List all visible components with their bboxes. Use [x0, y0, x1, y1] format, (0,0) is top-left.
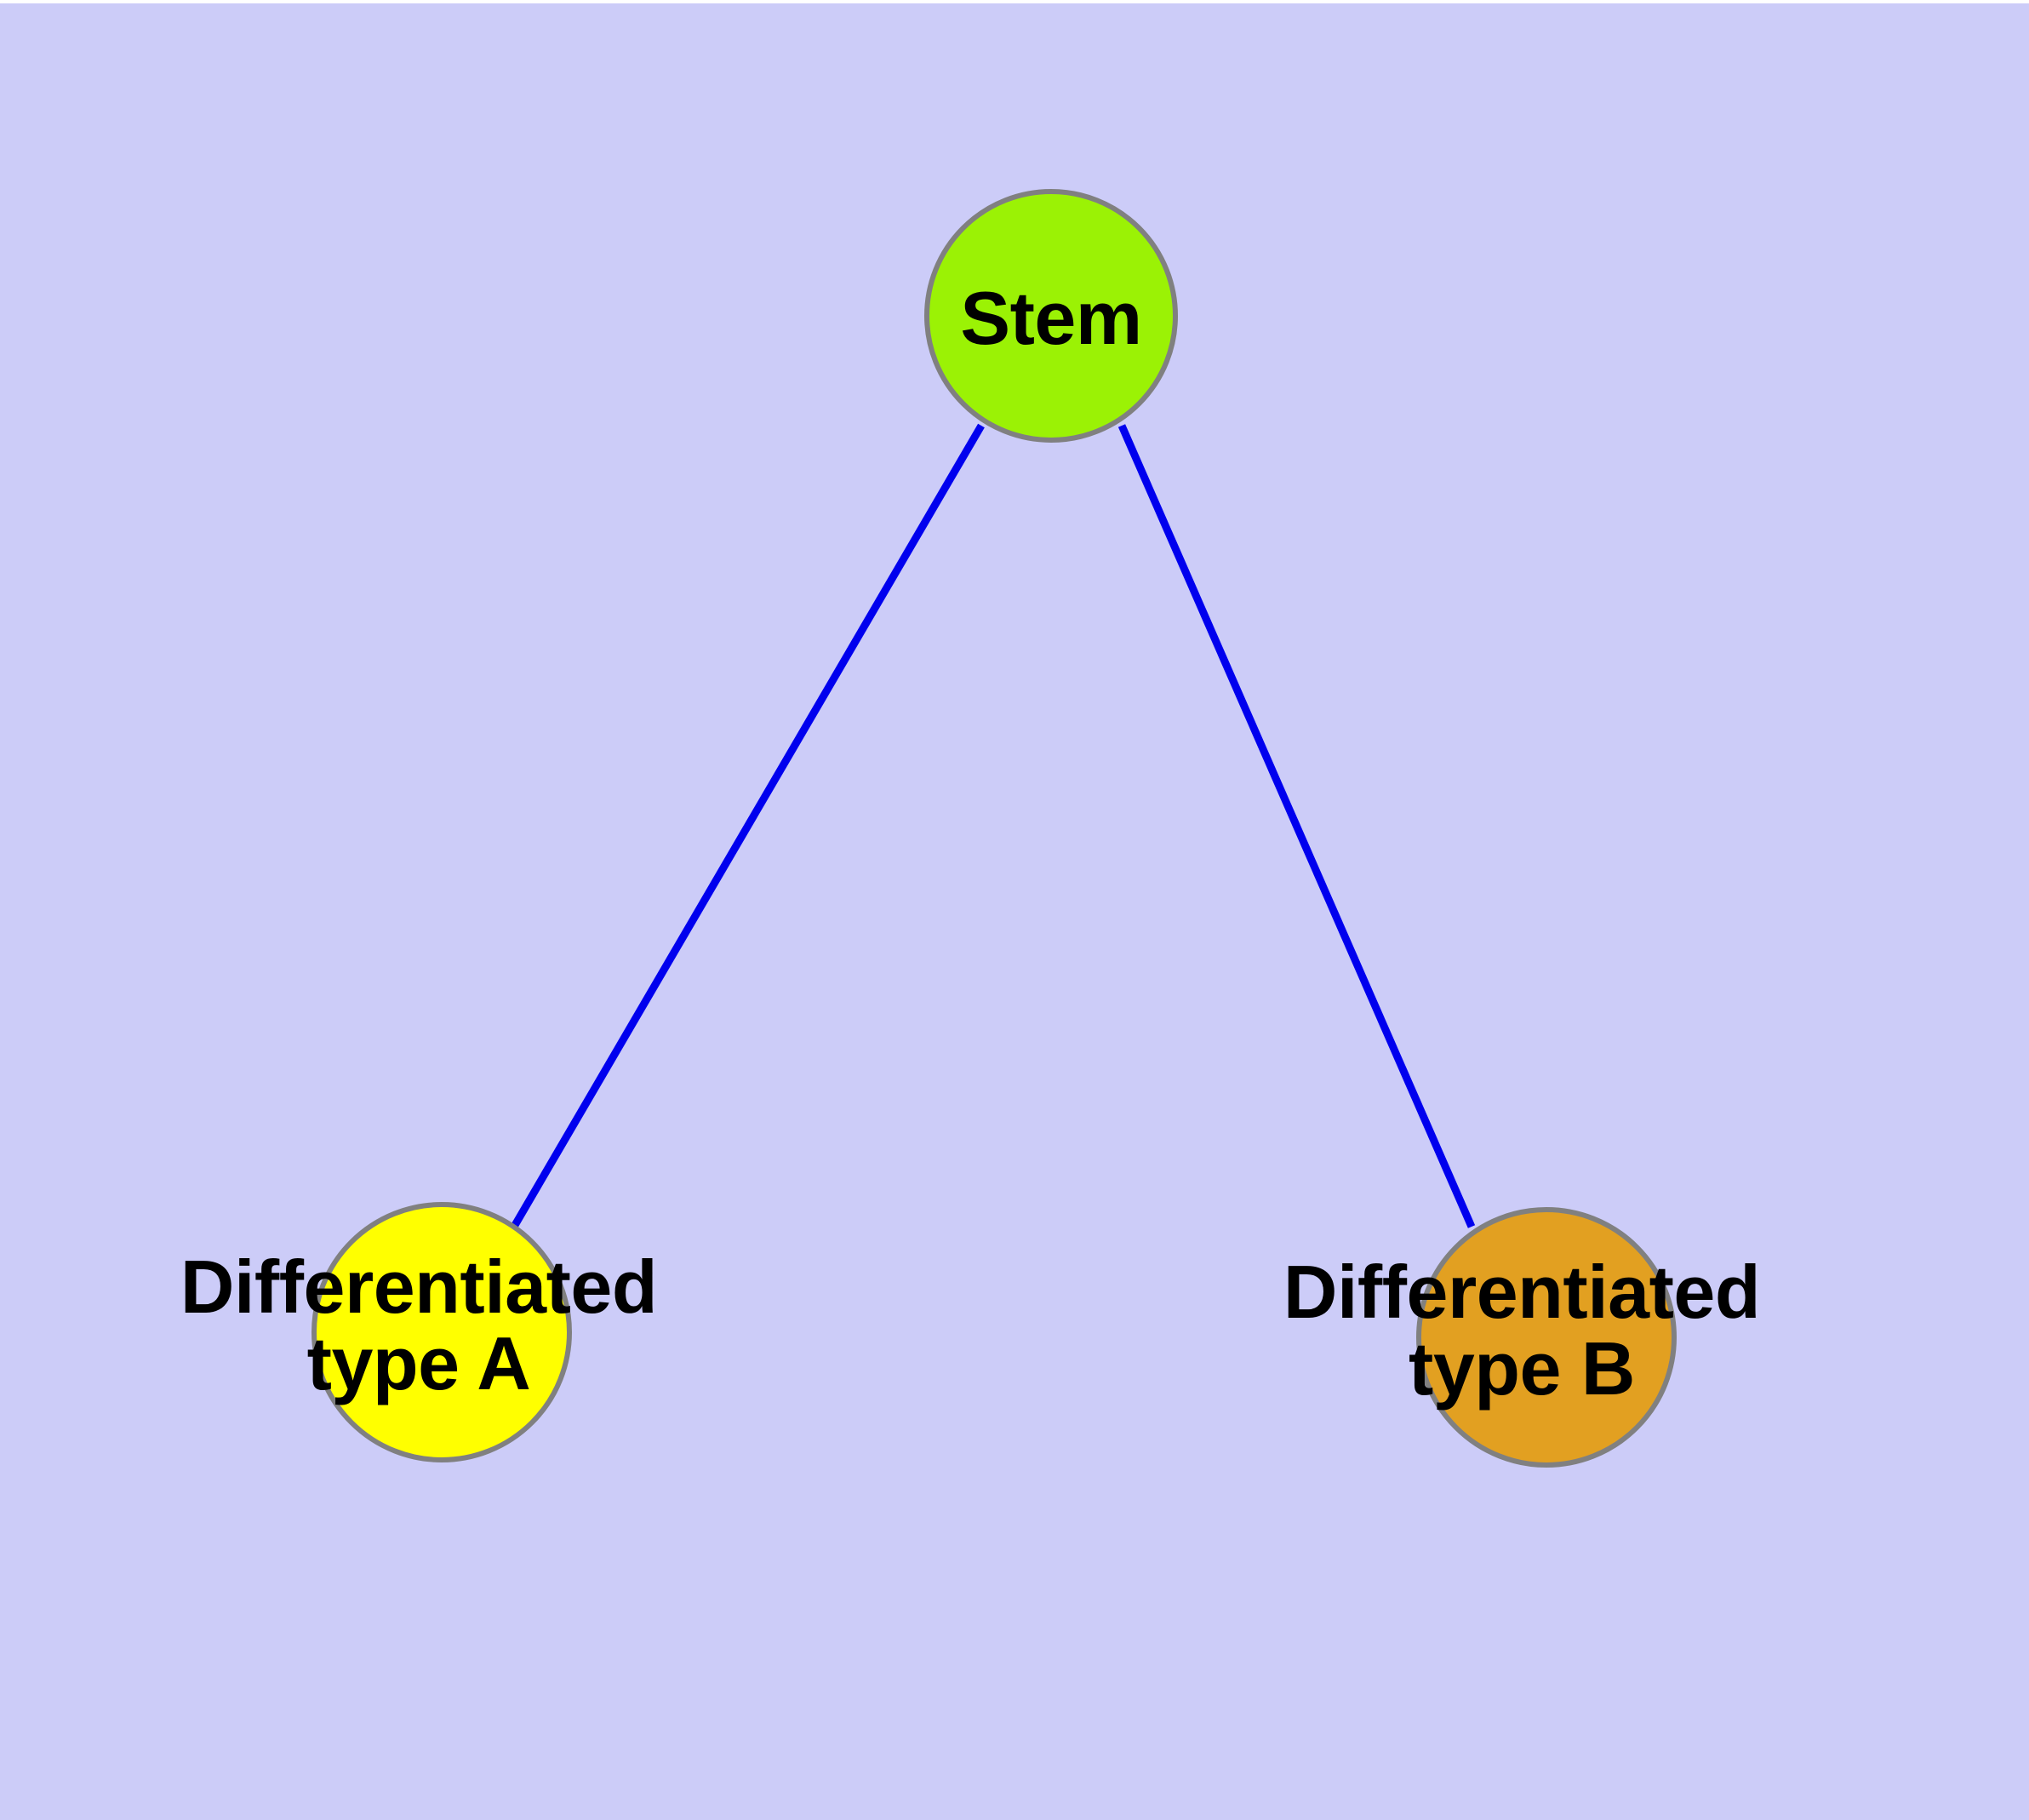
node-stem[interactable]: [924, 189, 1178, 443]
edge-layer: [511, 423, 1476, 1229]
edge-stem-to-type-a[interactable]: [511, 423, 985, 1229]
node-differentiated-type-b[interactable]: [1416, 1207, 1677, 1468]
node-differentiated-type-a[interactable]: [311, 1202, 572, 1462]
node-layer: [311, 189, 1677, 1468]
edge-stem-to-type-b[interactable]: [1117, 424, 1476, 1228]
